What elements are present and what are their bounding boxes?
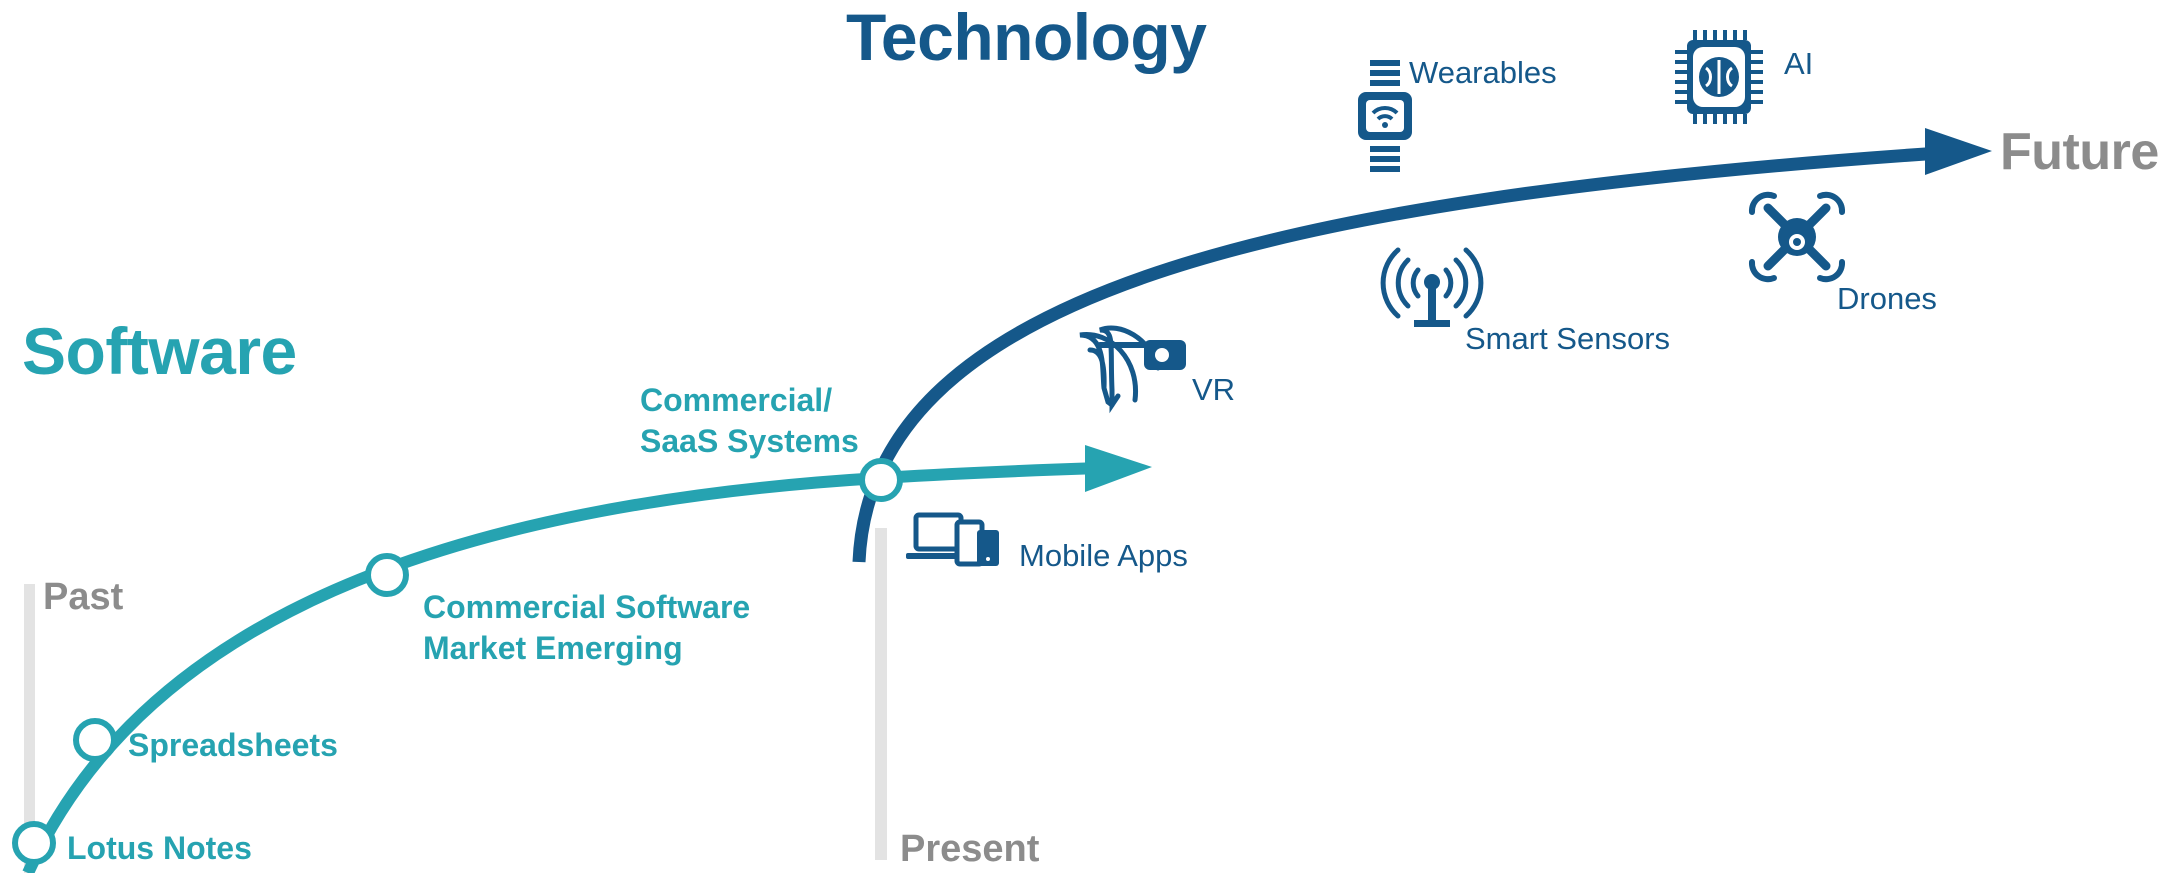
vr-headset-icon: [1079, 325, 1186, 414]
software-curve: [22, 462, 1101, 873]
present-marker-bar: [875, 528, 887, 860]
smartwatch-icon: [1358, 60, 1412, 172]
milestone-label-spreadsheets: Spreadsheets: [128, 727, 338, 763]
future-label: Future: [2000, 123, 2159, 181]
past-label: Past: [43, 576, 124, 618]
technology-heading: Technology: [846, 0, 1207, 74]
ai-label: AI: [1784, 46, 1814, 81]
smart-sensors-label: Smart Sensors: [1465, 321, 1671, 356]
milestone-node-saas-systems: [859, 458, 903, 502]
ai-chip-icon: [1675, 30, 1763, 124]
milestone-label-commercial-software: Commercial Software Market Emerging: [423, 589, 751, 666]
software-arrowhead: [1085, 445, 1152, 492]
drone-icon: [1748, 191, 1846, 283]
technology-curve: [852, 146, 1941, 563]
past-marker-bar: [24, 584, 35, 873]
milestone-node-spreadsheets: [73, 718, 117, 762]
milestone-node-lotus-notes: [12, 821, 56, 865]
present-label: Present: [900, 828, 1040, 870]
wearables-label: Wearables: [1409, 55, 1557, 90]
milestone-label-saas-systems: Commercial/ SaaS Systems: [640, 382, 859, 459]
mobile-apps-label: Mobile Apps: [1019, 538, 1188, 573]
vr-label: VR: [1192, 372, 1236, 407]
devices-icon: [906, 512, 999, 567]
milestone-node-commercial-software: [365, 553, 409, 597]
milestone-label-lotus-notes: Lotus Notes: [67, 830, 252, 866]
drones-label: Drones: [1837, 281, 1937, 316]
software-heading: Software: [22, 314, 297, 388]
antenna-icon: [1380, 247, 1484, 327]
technology-arrowhead: [1925, 128, 1992, 175]
